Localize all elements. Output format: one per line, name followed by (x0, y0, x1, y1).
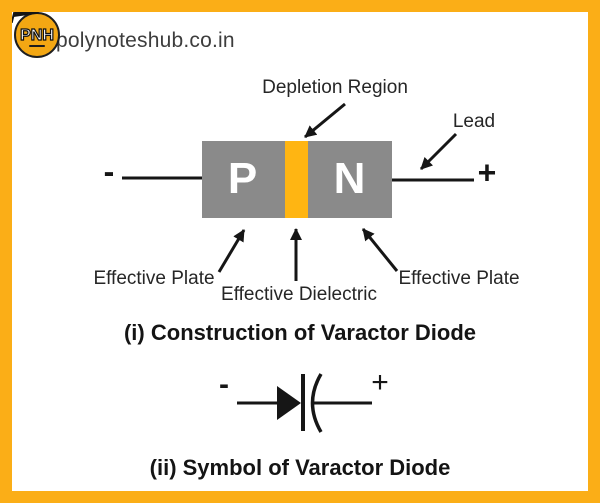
n-region-label: N (333, 154, 367, 203)
logo-small-text (29, 45, 45, 48)
curved-capacitor-plate (310, 373, 323, 433)
site-url-text: polynoteshub.co.in (56, 29, 235, 52)
effective-plate-right-arrow (361, 228, 399, 272)
depletion-strip (285, 141, 308, 218)
effective-plate-left-label: Effective Plate (93, 268, 215, 289)
symbol-minus-label: - (219, 368, 229, 401)
depletion-arrow (304, 102, 346, 139)
graduation-cap-icon (12, 12, 42, 18)
p-region-label: P (227, 154, 259, 203)
symbol-plus-label: + (371, 366, 389, 399)
varactor-diagram (122, 102, 474, 433)
pnh-logo: PNH (12, 12, 60, 58)
effective-plate-left-arrow (217, 229, 246, 273)
logo-text: PNH (20, 26, 55, 44)
diode-triangle (277, 386, 301, 420)
effective-plate-right-label: Effective Plate (398, 268, 520, 289)
varactor-symbol (237, 373, 372, 433)
lead-arrow (419, 132, 458, 171)
plus-terminal-label: + (477, 154, 497, 191)
construction-caption: (i) Construction of Varactor Diode (123, 320, 477, 345)
minus-terminal-label: - (103, 153, 115, 190)
effective-dielectric-label: Effective Dielectric (221, 284, 377, 305)
symbol-caption: (ii) Symbol of Varactor Diode (149, 455, 451, 480)
depletion-region-label: Depletion Region (262, 77, 408, 98)
lead-label: Lead (452, 111, 496, 132)
